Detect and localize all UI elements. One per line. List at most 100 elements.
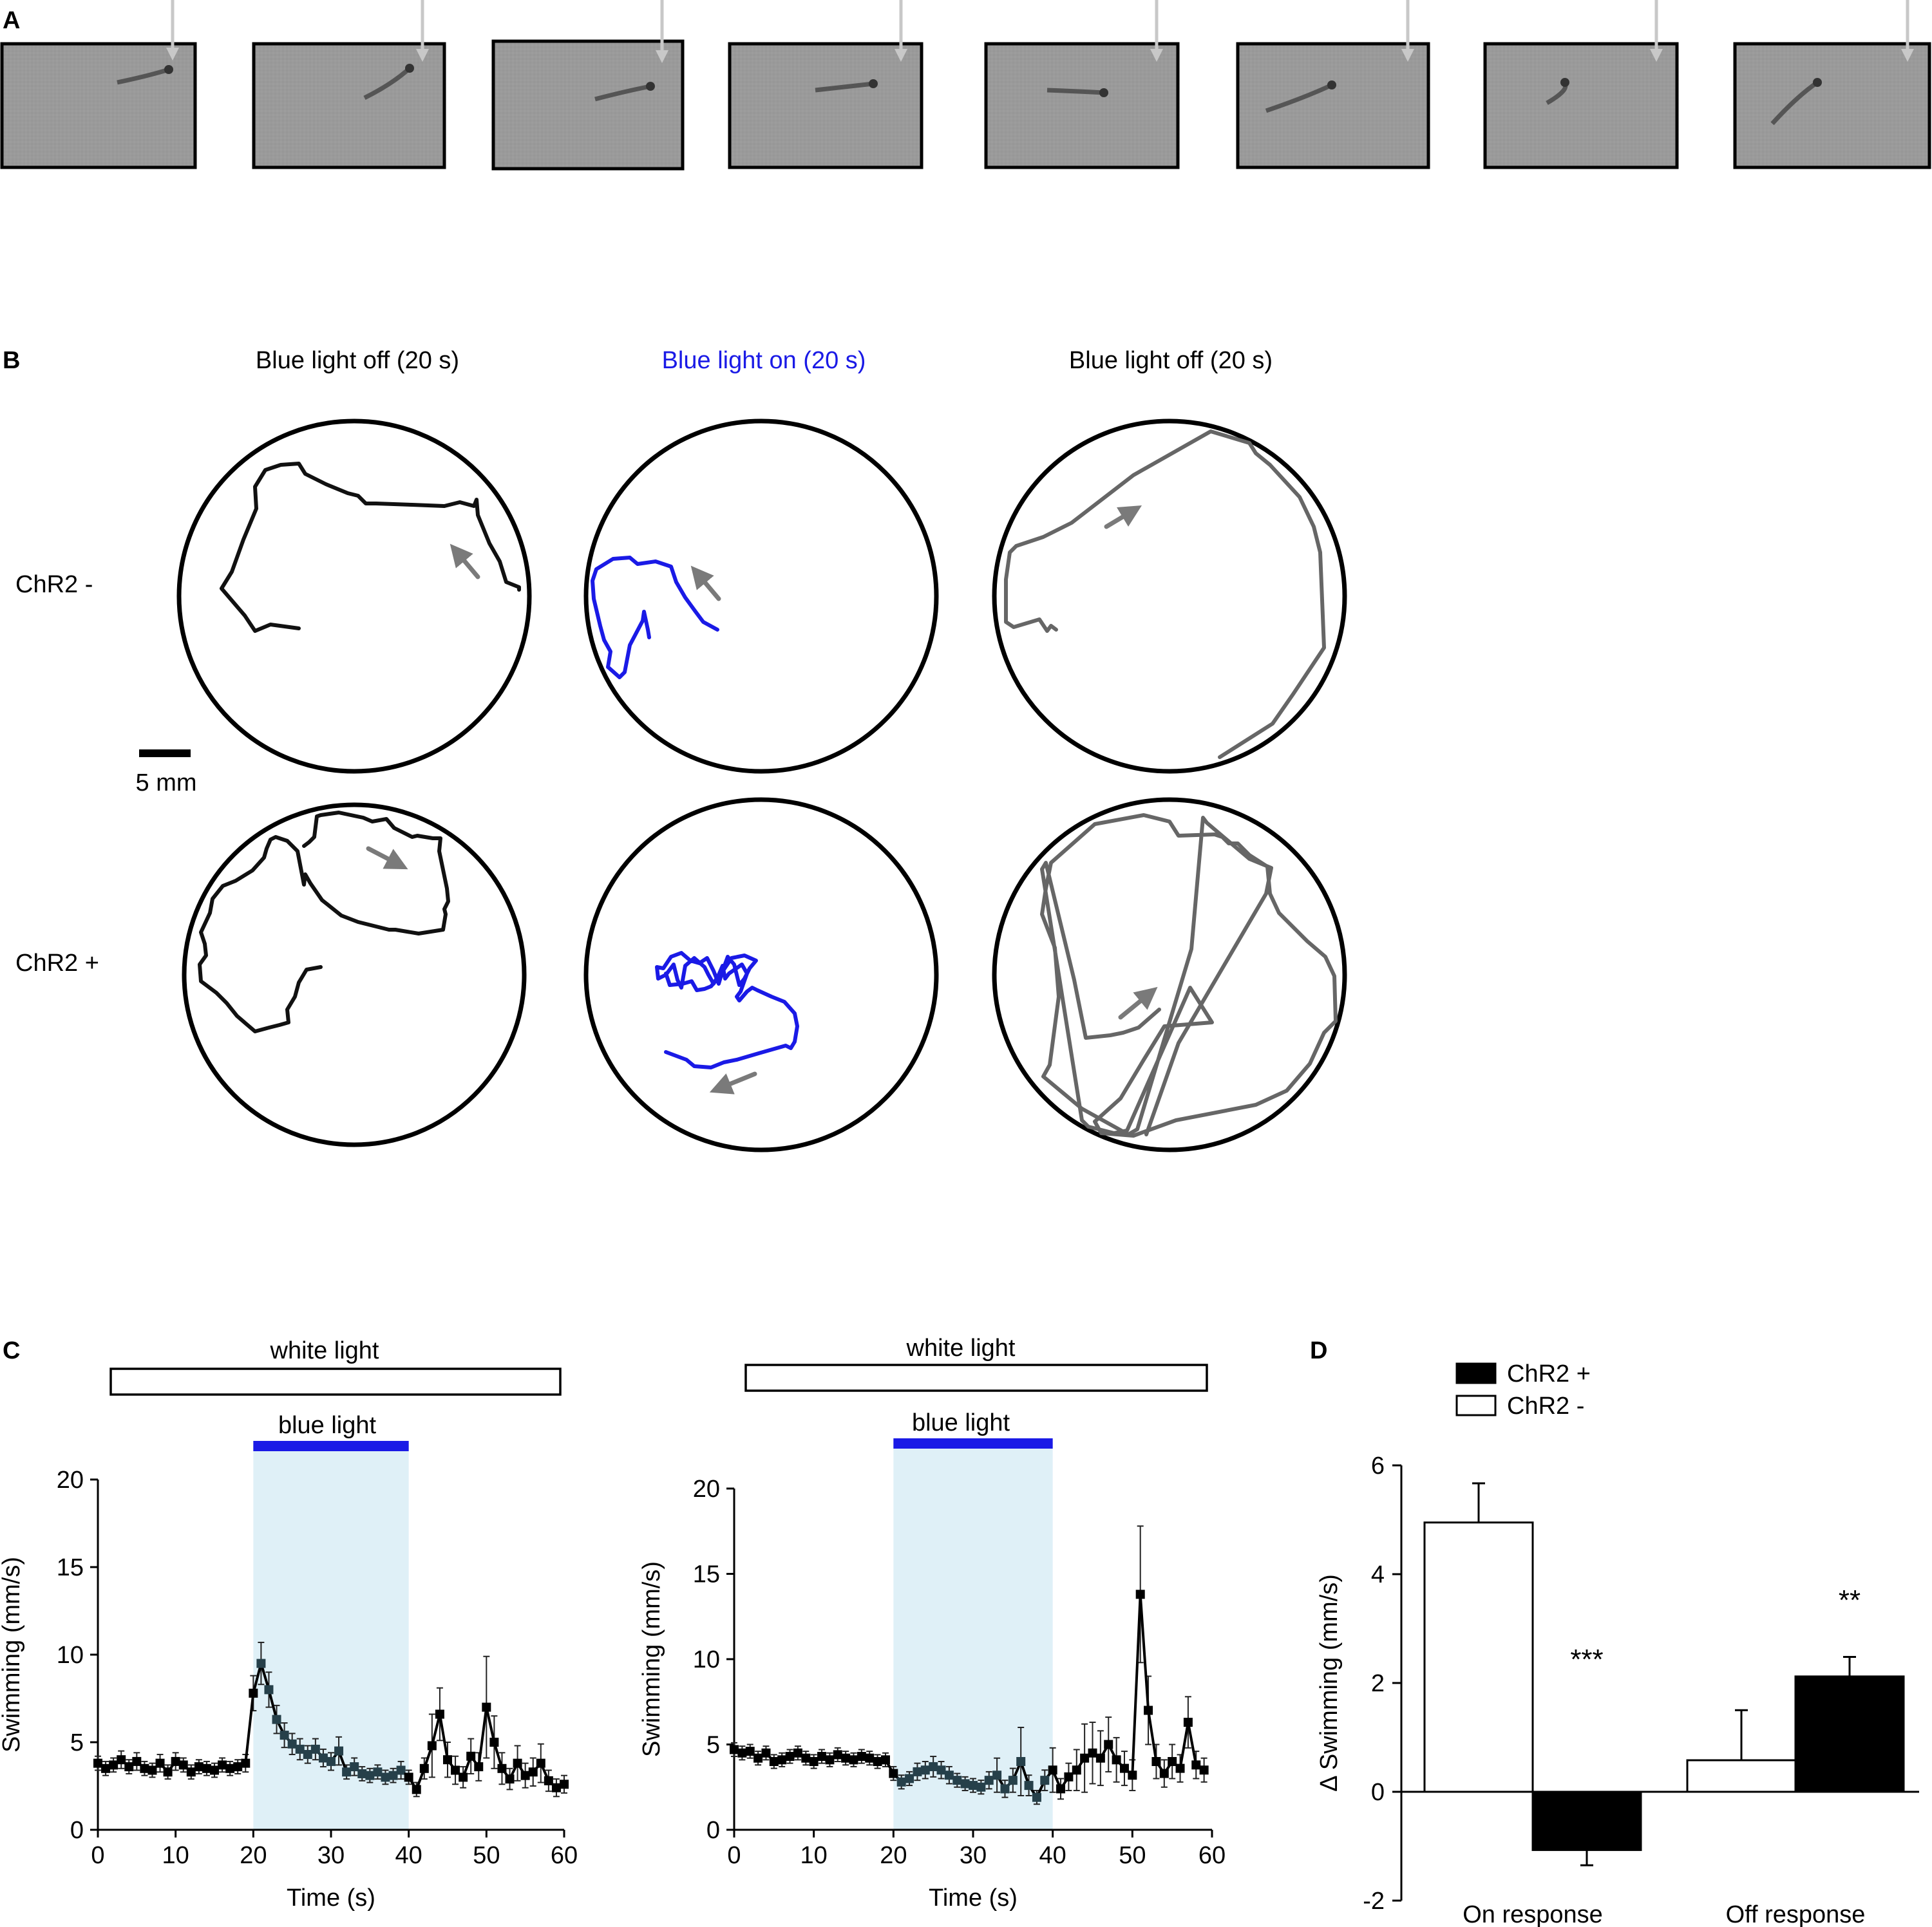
data-point bbox=[841, 1753, 851, 1763]
arena-chr2-plus-off-2 bbox=[992, 797, 1347, 1152]
data-point bbox=[101, 1763, 111, 1773]
data-point bbox=[1088, 1748, 1097, 1758]
category-label: On response bbox=[1463, 1901, 1603, 1927]
y-tick-label: 6 bbox=[1371, 1452, 1385, 1480]
arena-chr2-minus-on bbox=[583, 418, 939, 774]
video-frame-strip bbox=[0, 0, 1931, 171]
data-point bbox=[880, 1755, 890, 1765]
data-point bbox=[233, 1762, 243, 1772]
data-point bbox=[264, 1685, 274, 1695]
data-point bbox=[350, 1762, 359, 1772]
data-point bbox=[551, 1783, 561, 1792]
direction-arrow bbox=[1104, 505, 1142, 529]
y-tick-label: 10 bbox=[693, 1646, 720, 1673]
data-point bbox=[427, 1741, 437, 1751]
data-point bbox=[1072, 1765, 1081, 1775]
blue-light-bar bbox=[253, 1441, 409, 1451]
x-tick-label: 0 bbox=[727, 1842, 741, 1869]
data-point bbox=[1168, 1757, 1177, 1766]
x-tick-label: 30 bbox=[317, 1842, 345, 1869]
data-point bbox=[1064, 1772, 1074, 1781]
scale-bar: 5 mm bbox=[136, 749, 197, 796]
data-point bbox=[342, 1767, 352, 1777]
data-point bbox=[256, 1659, 266, 1668]
data-point bbox=[936, 1765, 946, 1775]
data-point bbox=[976, 1782, 986, 1792]
data-point bbox=[249, 1688, 258, 1698]
y-tick-label: 0 bbox=[70, 1817, 84, 1844]
x-tick-label: 60 bbox=[551, 1842, 578, 1869]
data-point bbox=[381, 1772, 390, 1782]
data-point bbox=[303, 1750, 312, 1760]
y-tick-label: -2 bbox=[1363, 1888, 1385, 1915]
data-point bbox=[1032, 1792, 1041, 1802]
video-frame bbox=[1733, 0, 1931, 169]
data-point bbox=[171, 1756, 180, 1766]
data-point bbox=[241, 1758, 251, 1768]
data-point bbox=[140, 1763, 149, 1773]
scale-bar-label: 5 mm bbox=[136, 769, 197, 796]
video-frame bbox=[1236, 0, 1430, 169]
data-point bbox=[443, 1755, 452, 1765]
y-axis-label: Swimming (mm/s) bbox=[0, 1557, 25, 1753]
column-title-1: Blue light off (20 s) bbox=[256, 347, 459, 374]
data-point bbox=[318, 1753, 328, 1763]
data-point bbox=[272, 1715, 281, 1724]
larva-silhouette bbox=[594, 84, 651, 102]
data-point bbox=[833, 1750, 842, 1760]
legend-label-chr2-plus: ChR2 + bbox=[1507, 1360, 1591, 1387]
data-point bbox=[310, 1744, 320, 1754]
video-frame bbox=[1483, 0, 1679, 169]
data-point bbox=[825, 1755, 835, 1765]
data-point bbox=[929, 1762, 938, 1771]
blue-light-shading bbox=[893, 1442, 1053, 1830]
data-point bbox=[474, 1762, 484, 1772]
data-point bbox=[1112, 1755, 1121, 1765]
y-tick-label: 20 bbox=[693, 1476, 720, 1503]
data-point bbox=[896, 1777, 906, 1787]
data-point bbox=[327, 1756, 336, 1766]
x-tick-label: 50 bbox=[1119, 1842, 1146, 1869]
row-label-chr2-minus: ChR2 - bbox=[15, 571, 93, 598]
y-tick-label: 4 bbox=[1371, 1561, 1385, 1588]
data-point bbox=[295, 1744, 305, 1754]
x-tick-label: 30 bbox=[960, 1842, 987, 1869]
bar bbox=[1423, 1521, 1534, 1793]
panel-label-a: A bbox=[3, 7, 20, 34]
y-tick-label: 0 bbox=[706, 1817, 720, 1844]
arena-chr2-minus-off-1 bbox=[176, 418, 532, 774]
data-point bbox=[334, 1746, 344, 1756]
x-axis-label: Time (s) bbox=[929, 1885, 1018, 1912]
data-point bbox=[905, 1774, 914, 1783]
data-point bbox=[451, 1765, 460, 1775]
data-point bbox=[489, 1738, 499, 1747]
swim-track bbox=[220, 462, 521, 633]
data-point bbox=[194, 1762, 204, 1772]
data-point bbox=[1159, 1769, 1169, 1778]
data-point bbox=[225, 1763, 235, 1773]
swim-track bbox=[655, 951, 799, 1069]
data-point bbox=[419, 1763, 429, 1773]
data-point bbox=[1191, 1760, 1201, 1770]
video-frame bbox=[728, 0, 923, 169]
data-point bbox=[745, 1747, 755, 1756]
data-point bbox=[528, 1767, 538, 1777]
larva-silhouette bbox=[1046, 88, 1104, 95]
y-axis-label: Δ Swimming (mm/s) bbox=[1316, 1574, 1343, 1792]
legend-swatch-chr2-minus bbox=[1455, 1395, 1497, 1416]
data-point bbox=[801, 1753, 811, 1763]
data-point bbox=[536, 1758, 545, 1768]
data-point bbox=[279, 1731, 289, 1740]
data-point bbox=[388, 1771, 398, 1780]
data-point bbox=[117, 1755, 126, 1765]
direction-arrow bbox=[709, 1071, 757, 1095]
swim-track bbox=[591, 556, 719, 679]
data-point bbox=[960, 1779, 970, 1789]
larva-silhouette bbox=[1770, 80, 1819, 126]
data-point bbox=[809, 1757, 819, 1766]
data-point bbox=[1183, 1718, 1193, 1727]
legend: ChR2 + ChR2 - bbox=[1455, 1360, 1591, 1420]
data-point bbox=[849, 1755, 858, 1765]
data-point bbox=[1175, 1763, 1185, 1773]
data-point bbox=[147, 1765, 157, 1775]
